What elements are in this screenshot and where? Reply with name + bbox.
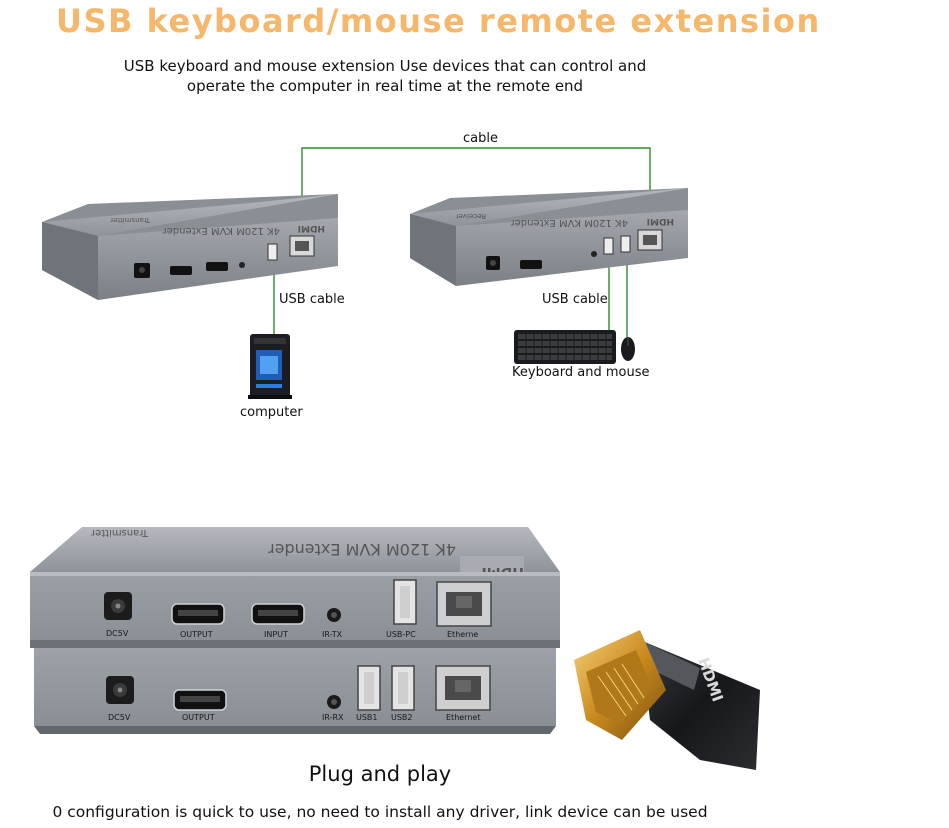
tx-hdmi-logo: HDMI xyxy=(298,223,325,233)
closeup-transmitter-text: Transmitter xyxy=(90,527,149,538)
closeup-tx-port-irtx: IR-TX xyxy=(322,630,343,639)
closeup-devices: 4K 120M KVM Extender Transmitter HDMI DC… xyxy=(30,527,560,734)
subtitle-line-2: operate the computer in real time at the… xyxy=(186,77,584,95)
closeup-rx-port-output: OUTPUT xyxy=(182,713,215,722)
tx-usb-cable-label: USB cable xyxy=(279,292,345,307)
receiver-device: 4K 120M KVM Extender Receiver HDMI xyxy=(410,188,688,286)
hdmi-plug-image: HDMI xyxy=(574,630,760,770)
computer-icon xyxy=(248,334,292,399)
computer-label: computer xyxy=(240,405,303,420)
footer-note: 0 configuration is quick to use, no need… xyxy=(52,803,708,821)
closeup-tx-port-output: OUTPUT xyxy=(180,630,213,639)
mouse-icon xyxy=(621,337,635,361)
closeup-model-text: 4K 120M KVM Extender xyxy=(268,540,456,559)
rx-receiver-text: Receiver xyxy=(456,212,486,220)
plug-and-play-heading: Plug and play xyxy=(308,762,452,786)
closeup-rx-port-usb2: USB2 xyxy=(391,713,413,722)
keyboard-icon xyxy=(514,330,616,364)
rx-model-text: 4K 120M KVM Extender xyxy=(510,217,628,228)
closeup-rx-port-dc5v: DC5V xyxy=(108,713,131,722)
rx-usb-cable-label: USB cable xyxy=(542,292,608,307)
transmitter-device: 4K 120M KVM Extender Transmitter HDMI xyxy=(42,194,338,300)
page-title: USB keyboard/mouse remote extension xyxy=(56,2,821,40)
closeup-rx-port-usb1: USB1 xyxy=(356,713,378,722)
cable-label: cable xyxy=(463,131,498,146)
subtitle-line-1: USB keyboard and mouse extension Use dev… xyxy=(123,57,647,75)
closeup-tx-port-dc5v: DC5V xyxy=(106,629,129,638)
rx-hdmi-logo: HDMI xyxy=(647,216,674,226)
tx-transmitter-text: Transmitter xyxy=(110,216,151,224)
keyboard-mouse-label: Keyboard and mouse xyxy=(512,365,650,380)
closeup-tx-port-input: INPUT xyxy=(264,630,288,639)
closeup-tx-port-usbpc: USB-PC xyxy=(386,630,416,639)
closeup-rx-port-irrx: IR-RX xyxy=(322,713,344,722)
closeup-tx-port-ethernet: Etherne xyxy=(447,630,478,639)
closeup-rx-port-ethernet: Ethernet xyxy=(446,713,480,722)
tx-model-text: 4K 120M KVM Extender xyxy=(162,225,280,236)
